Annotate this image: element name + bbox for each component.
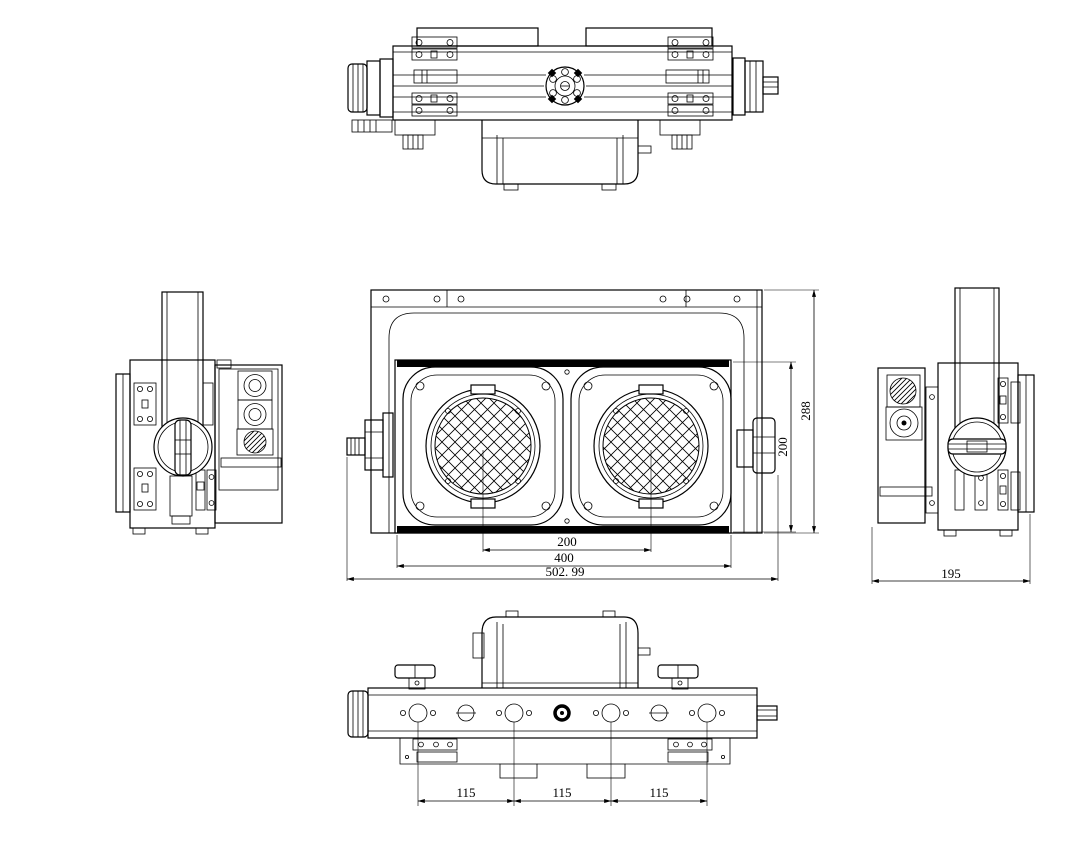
center-mount-hub [545,66,585,106]
dim-body-height: 200 [733,361,796,533]
power-connector-icon-right [889,408,919,438]
right-side-view: 195 [871,287,1035,584]
rear-box-top [481,120,652,191]
dim-label-spacing-1: 115 [456,785,475,800]
connector-box-left-view [214,359,283,524]
end-caps-bottom [347,690,778,738]
left-side-view [115,291,283,535]
mount-holes [399,703,726,723]
handwheel-left-view [153,417,213,477]
bottom-view: 115 115 115 [347,610,778,806]
front-view: 200 400 502. 99 200 288 [346,289,819,582]
right-clamp-handle [732,57,779,116]
dim-body-width: 400 [396,535,732,569]
center-hole [553,704,571,722]
dim-overall-height: 288 [764,289,819,534]
latch-left [394,119,436,150]
screw-plates-left [411,36,458,117]
dim-label-fixture-depth: 195 [941,566,961,581]
t-handle-left [394,664,436,690]
lens-clip-top-left [470,384,496,395]
dim-label-spacing-3: 115 [649,785,668,800]
t-handle-right [657,664,699,690]
dim-lens-spacing: 200 [482,450,652,553]
fan-icon-right [889,377,917,405]
dim-overall-width: 502. 99 [346,457,779,582]
dmx-connector-icon [243,403,267,426]
fan-icon [243,430,267,454]
dim-label-body-width: 400 [554,550,574,565]
latch-right [659,119,701,150]
dim-fixture-depth: 195 [871,514,1031,584]
dim-mount-hole-spacing: 115 115 115 [417,722,708,806]
tilt-knob-right [736,417,776,474]
dim-label-body-height: 200 [775,437,790,457]
dim-label-spacing-2: 115 [552,785,571,800]
lens-clip-top-right [638,384,664,395]
arm-lower-left [169,475,193,517]
connector-box-right-view [877,367,939,524]
handwheel-right-view [947,417,1007,477]
power-connector-icon [243,374,267,397]
screw-plates-right [665,36,714,117]
left-clamp-handle [347,58,394,133]
dim-label-lens-spacing: 200 [557,534,577,549]
dim-label-overall-width: 502. 99 [546,564,585,579]
dim-label-overall-height: 288 [798,401,813,421]
bottom-skirt [399,738,731,779]
top-view [347,27,779,191]
tilt-knob-left [346,412,394,478]
rear-box-bottom [472,610,651,688]
